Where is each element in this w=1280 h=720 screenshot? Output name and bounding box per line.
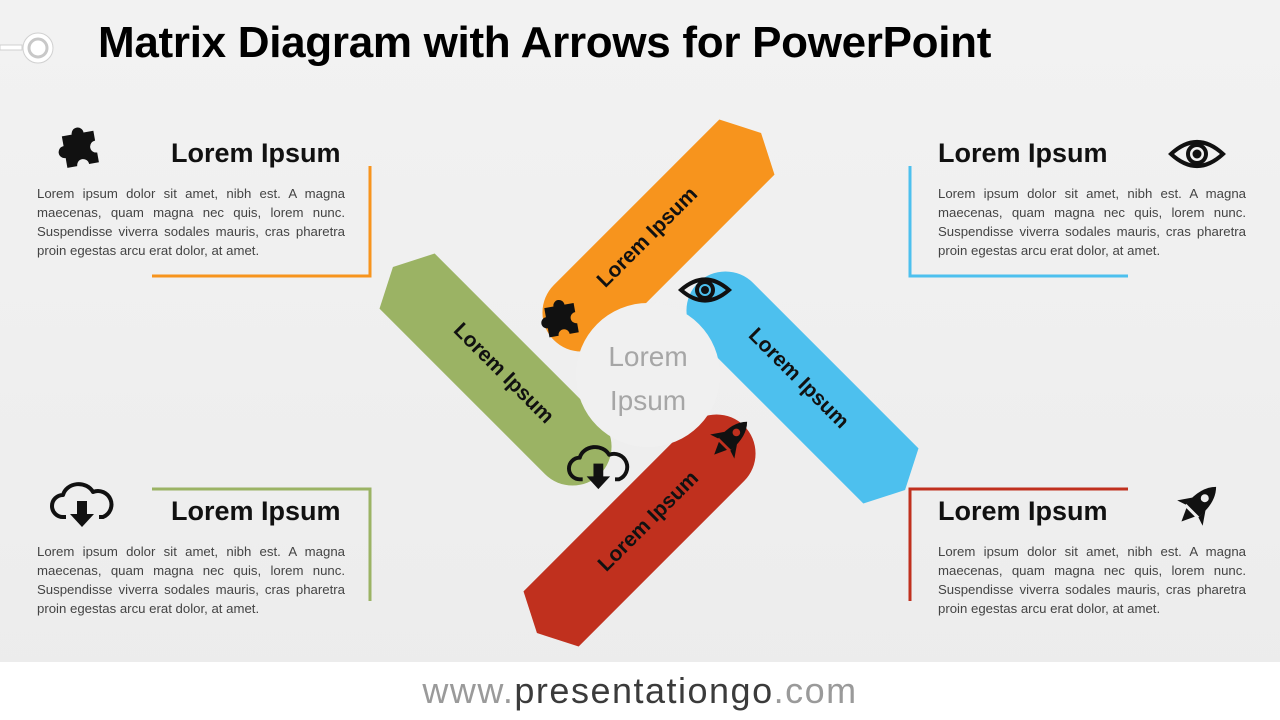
bracket-bottom-left — [152, 487, 372, 601]
cloud-download-icon — [50, 482, 114, 527]
page-title: Matrix Diagram with Arrows for PowerPoin… — [98, 18, 992, 67]
heading-top-right: Lorem Ipsum — [938, 138, 1108, 168]
footer-url-prefix: www. — [422, 670, 515, 711]
body-bottom-left: Lorem ipsum dolor sit amet, nibh est. A … — [37, 544, 345, 616]
footer-url: www.presentationgo.com — [0, 670, 1280, 712]
eye-icon — [677, 277, 733, 303]
center-label-line1: Lorem — [608, 341, 687, 372]
bracket-top-left — [152, 166, 372, 278]
body-top-right: Lorem ipsum dolor sit amet, nibh est. A … — [938, 186, 1246, 258]
logo-mark — [0, 32, 54, 64]
puzzle-icon — [541, 299, 579, 338]
heading-top-left: Lorem Ipsum — [171, 138, 341, 168]
center-label-line2: Ipsum — [610, 385, 686, 416]
footer: www.presentationgo.com — [0, 662, 1280, 720]
heading-bottom-left: Lorem Ipsum — [171, 496, 341, 526]
footer-url-suffix: .com — [773, 670, 858, 711]
heading-bottom-right: Lorem Ipsum — [938, 496, 1108, 526]
bracket-bottom-right — [908, 487, 1128, 601]
body-top-left: Lorem ipsum dolor sit amet, nibh est. A … — [37, 186, 345, 258]
body-bottom-right: Lorem ipsum dolor sit amet, nibh est. A … — [938, 544, 1246, 616]
cloud-download-icon — [567, 445, 630, 490]
rocket-icon — [1177, 486, 1217, 526]
rocket-icon — [710, 421, 748, 459]
bracket-top-right — [908, 166, 1128, 278]
center-circle — [576, 303, 720, 447]
eye-icon — [1168, 140, 1226, 168]
footer-url-domain: presentationgo — [514, 670, 774, 711]
puzzle-icon — [58, 127, 99, 168]
